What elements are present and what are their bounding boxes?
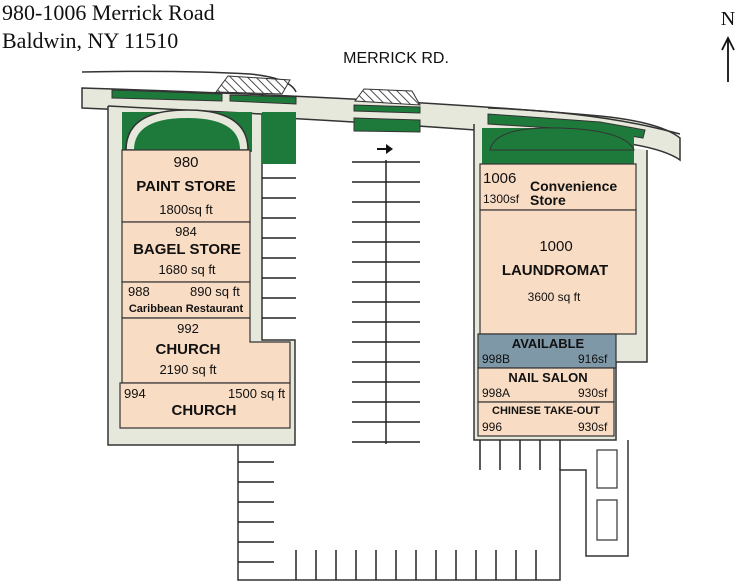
unit-998b [477,333,617,369]
green-strip-right [487,113,646,139]
unit-number: 992 [177,321,199,336]
right-arch [489,127,635,151]
unit-994 [119,382,291,429]
unit-size: 1800sq ft [159,202,213,217]
parking-lot-outline [237,440,629,581]
unit-number: 988 [128,284,150,299]
unit-number: 980 [173,154,199,171]
unit-name: AVAILABLE [511,336,585,351]
green-strip-center [353,104,421,114]
unit-number: 996 [482,420,503,434]
unit-980 [121,149,251,223]
utility-box-2 [596,499,618,541]
left-arch-green [134,118,240,150]
utility-box-1 [596,449,618,489]
unit-number: 1000 [539,238,573,255]
unit-number: 994 [124,386,146,401]
parking-stalls [238,161,561,580]
green-strip-left [111,89,223,102]
unit-size: 1680 sq ft [158,262,216,277]
unit-1006 [479,163,637,211]
unit-size: 930sf [578,386,608,400]
unit-996 [477,401,615,437]
north-arrow-icon [721,35,735,82]
unit-size: 930sf [578,420,608,434]
unit-984 [121,221,251,283]
unit-number: 998A [482,386,511,400]
unit-number: 984 [175,224,197,239]
unit-size: 890 sq ft [190,284,240,299]
unit-name: LAUNDROMAT [501,262,609,279]
unit-name: CHURCH [171,402,237,419]
unit-name: CHINESE TAKE-OUT [492,405,600,417]
curb-cut-left [215,75,291,95]
unit-988 [121,281,251,319]
green-strip-left-2 [229,94,297,105]
unit-number: 998B [482,352,511,366]
unit-size: 2190 sq ft [159,362,217,377]
unit-name: BAGEL STORE [133,241,241,258]
unit-name: PAINT STORE [136,178,236,195]
unit-name: Caribbean Restaurant [128,303,244,315]
address-line-1: 980-1006 Merrick Road [2,0,215,25]
left-green-side [262,112,296,164]
unit-name: NAIL SALON [508,370,588,385]
green-strip-center-lower [353,117,421,133]
curb-line-right [487,107,681,135]
unit-1000 [479,209,637,335]
unit-name: CHURCH [155,341,221,358]
unit-size: 1300sf [483,192,520,206]
street-label: MERRICK RD. [343,50,449,67]
address-line-2: Baldwin, NY 11510 [2,28,179,53]
unit-number: 1006 [483,170,517,187]
unit-name-line2: Store [530,192,566,208]
north-label: N [720,8,736,30]
unit-size: 3600 sq ft [527,290,581,304]
unit-size: 1500 sq ft [228,386,286,401]
unit-name-line1: Convenience [530,178,618,194]
curb-cut-center [354,88,421,106]
unit-size: 916sf [578,352,608,366]
traffic-arrow-icon [377,144,393,154]
